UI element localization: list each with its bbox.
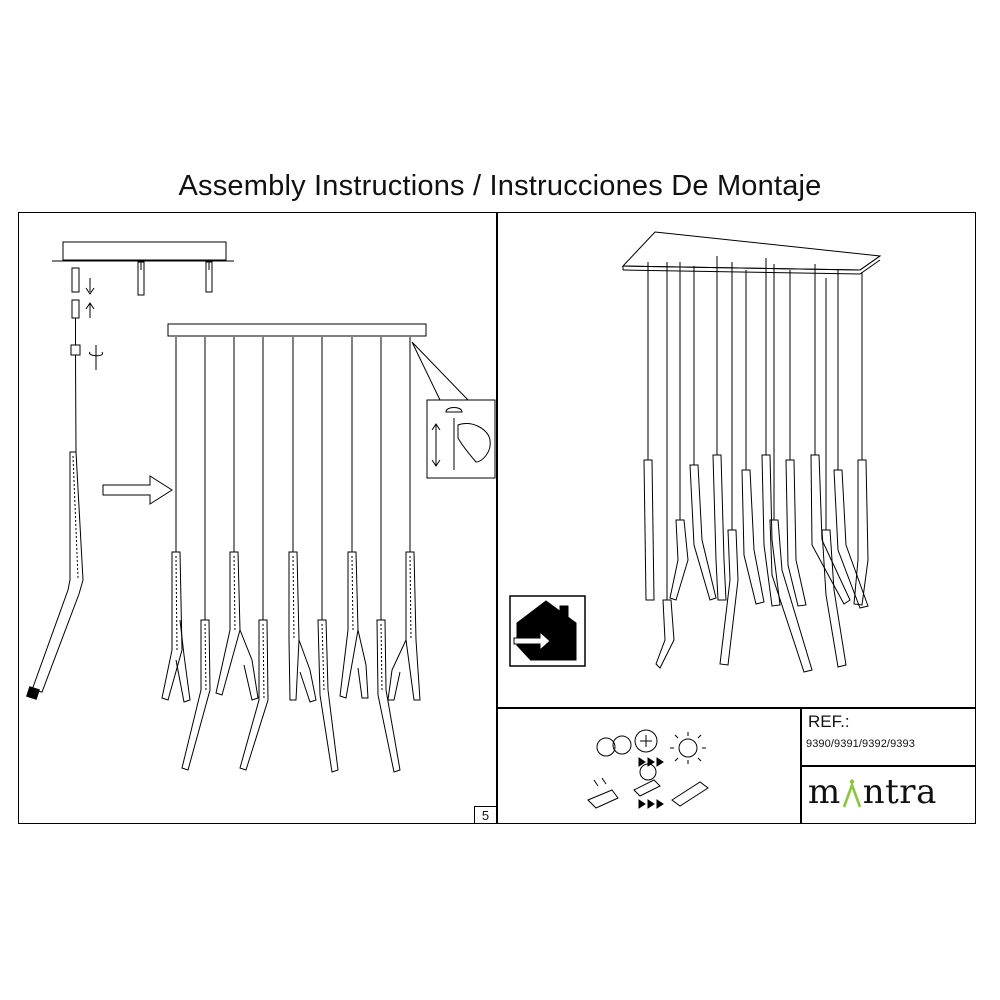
led-driver-icon <box>587 729 709 809</box>
reference-codes: 9390/9391/9392/9393 <box>806 738 915 750</box>
panel-divider-horizontal <box>496 707 976 709</box>
brand-logo-right: ntra <box>862 772 937 812</box>
reference-label: REF.: <box>808 712 850 731</box>
panel-divider-vertical <box>496 212 498 824</box>
single-pendant-detail <box>26 241 234 700</box>
chandelier-overview <box>621 231 882 673</box>
info-divider-horizontal <box>800 765 976 767</box>
arrow-right-icon <box>102 475 173 505</box>
brand-logo-left: m <box>808 772 841 812</box>
page-title: Assembly Instructions / Instrucciones De… <box>178 170 822 202</box>
house-indoor-icon <box>509 595 586 667</box>
multi-pendant-assembly <box>161 323 496 773</box>
page-number: 5 <box>474 806 496 824</box>
